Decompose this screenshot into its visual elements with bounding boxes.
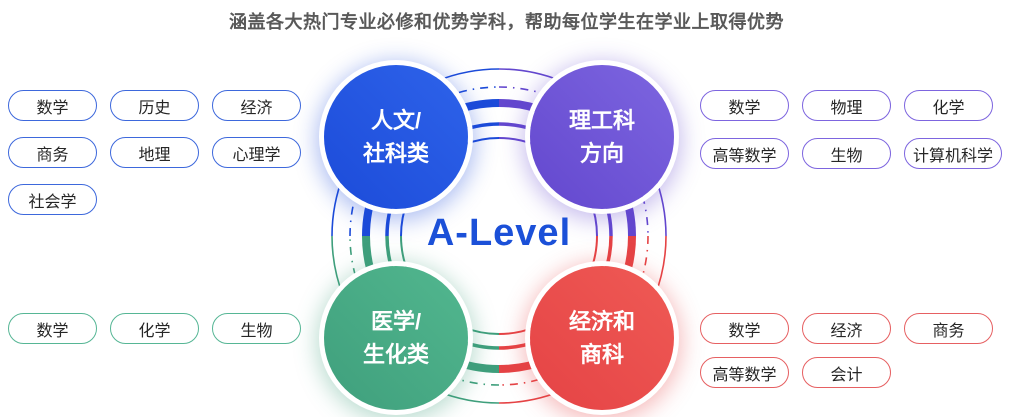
subject-tag: 生物 <box>802 138 891 169</box>
subject-tag: 商务 <box>8 137 97 168</box>
subject-tag: 数学 <box>700 313 789 344</box>
category-label-line: 社科类 <box>362 141 429 166</box>
tag-row: 社会学 <box>8 184 301 215</box>
tag-row: 数学历史经济 <box>8 90 301 121</box>
tag-row: 高等数学会计 <box>700 357 993 388</box>
tag-row: 数学化学生物 <box>8 313 301 344</box>
category-circle-business: 经济和商科 <box>530 266 674 410</box>
category-label-line: 理工科 <box>568 108 635 133</box>
ring-arc <box>349 86 500 237</box>
subject-tag: 计算机科学 <box>904 138 1003 169</box>
subject-tag: 高等数学 <box>700 357 789 388</box>
tag-group-humanities: 数学历史经济商务地理心理学社会学 <box>8 90 301 215</box>
ring-arc <box>498 86 649 237</box>
page-title: 涵盖各大热门专业必修和优势学科，帮助每位学生在学业上取得优势 <box>229 12 784 32</box>
tag-row: 数学物理化学 <box>700 90 1002 121</box>
subject-tag: 历史 <box>110 90 199 121</box>
subject-tag: 经济 <box>802 313 891 344</box>
subject-tag: 数学 <box>8 90 97 121</box>
category-label-line: 医学/ <box>370 309 422 334</box>
category-label-line: 方向 <box>579 141 624 166</box>
subject-tag: 高等数学 <box>700 138 789 169</box>
category-label-line: 经济和 <box>568 309 635 334</box>
subject-tag: 商务 <box>904 313 993 344</box>
category-circle-humanities: 人文/社科类 <box>324 65 468 209</box>
subject-tag: 心理学 <box>212 137 301 168</box>
subject-tag: 社会学 <box>8 184 97 215</box>
subject-tag: 经济 <box>212 90 301 121</box>
category-label-line: 生化类 <box>362 342 429 367</box>
subject-tag: 物理 <box>802 90 891 121</box>
tag-group-business: 数学经济商务高等数学会计 <box>700 313 993 388</box>
tag-row: 商务地理心理学 <box>8 137 301 168</box>
subject-tag: 化学 <box>904 90 993 121</box>
category-circle-stem: 理工科方向 <box>530 65 674 209</box>
tag-row: 数学经济商务 <box>700 313 993 344</box>
ring-arc <box>349 235 500 386</box>
subject-tag: 化学 <box>110 313 199 344</box>
category-circle-medical: 医学/生化类 <box>324 266 468 410</box>
ring-arc <box>498 235 649 386</box>
category-label-line: 商科 <box>579 342 624 367</box>
subject-tag: 数学 <box>700 90 789 121</box>
subject-tag: 数学 <box>8 313 97 344</box>
tag-group-medical: 数学化学生物 <box>8 313 301 344</box>
tag-row: 高等数学生物计算机科学 <box>700 138 1003 169</box>
center-label: A-Level <box>426 212 572 254</box>
subject-tag: 会计 <box>802 357 891 388</box>
tag-group-stem: 数学物理化学高等数学生物计算机科学 <box>700 90 1003 169</box>
category-label-line: 人文/ <box>370 108 422 133</box>
subject-tag: 地理 <box>110 137 199 168</box>
subject-tag: 生物 <box>212 313 301 344</box>
